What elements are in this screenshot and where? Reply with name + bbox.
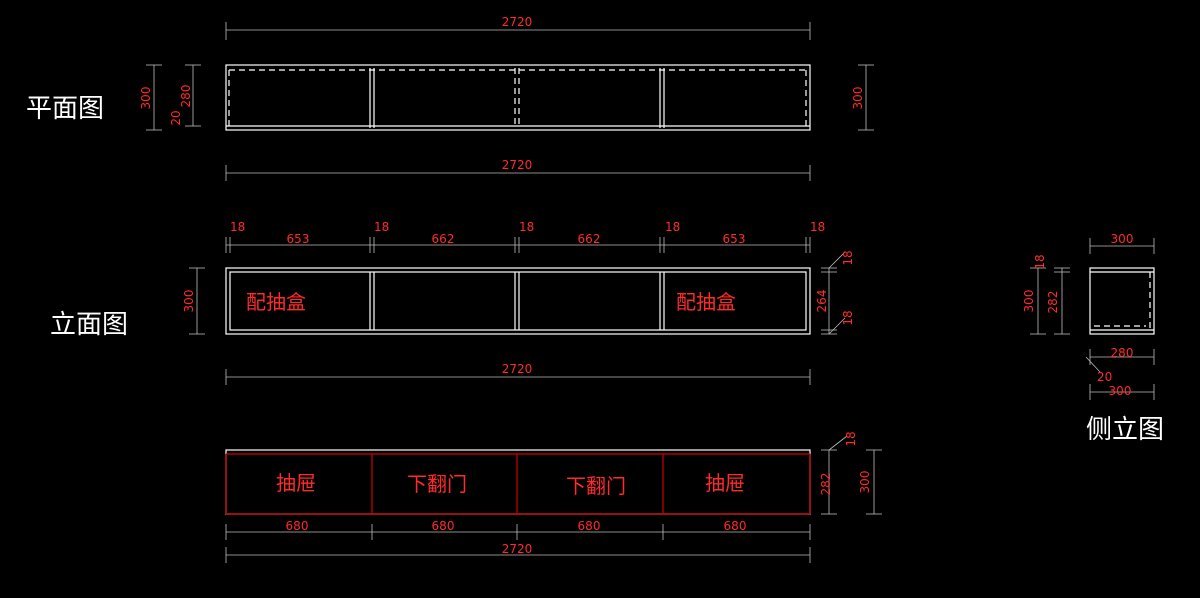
side-outline (1089, 267, 1155, 335)
elev-top-board-dim: 18 (841, 250, 855, 265)
elev-width-dim: 2720 (502, 362, 533, 376)
elev-label-right: 配抽盒 (676, 290, 736, 314)
plan-view-title: 平面图 (26, 94, 104, 124)
elev-label-left: 配抽盒 (246, 290, 306, 314)
plan-view: 2720 300 280 20 300 2720 (26, 15, 874, 181)
plan-width-top-dim: 2720 (502, 15, 533, 29)
elev-seg-0: 18 (230, 220, 245, 234)
side-view-title: 侧立图 (1086, 415, 1164, 445)
elev-seg-7: 653 (723, 232, 746, 246)
front-width-dim: 2720 (502, 542, 533, 556)
plan-outline (225, 64, 811, 131)
front-panel-2: 680 (578, 519, 601, 533)
front-label-2: 下翻门 (566, 474, 626, 498)
side-bottom-width-dim: 300 (1109, 384, 1132, 398)
side-inner-height-dim: 282 (1046, 291, 1060, 314)
elev-seg-3: 662 (432, 232, 455, 246)
front-door-height-dim: 282 (819, 473, 833, 496)
plan-back-offset-dim: 20 (169, 110, 183, 125)
elev-seg-8: 18 (810, 220, 825, 234)
elev-inner-height-dim: 264 (815, 290, 829, 313)
front-panel-3: 680 (724, 519, 747, 533)
elev-seg-1: 653 (287, 232, 310, 246)
front-label-1: 下翻门 (407, 472, 467, 496)
elev-seg-2: 18 (374, 220, 389, 234)
side-view: 300 300 18 282 280 20 300 侧立图 (1022, 232, 1164, 445)
elevation-outline (225, 267, 811, 335)
plan-depth-inner-dim: 280 (179, 85, 193, 108)
plan-width-bottom-dim: 2720 (502, 158, 533, 172)
side-top-board-dim: 18 (1033, 254, 1047, 269)
front-panel-1: 680 (432, 519, 455, 533)
plan-depth-left-dim: 300 (139, 87, 153, 110)
side-top-width-dim: 300 (1111, 232, 1134, 246)
front-total-height-dim: 300 (858, 471, 872, 494)
front-view: 抽屉 下翻门 下翻门 抽屉 680 680 680 680 2720 18 28… (225, 431, 882, 563)
front-panel-0: 680 (286, 519, 309, 533)
elev-seg-5: 662 (578, 232, 601, 246)
side-back-offset-dim: 20 (1097, 370, 1112, 384)
plan-depth-right-dim: 300 (851, 87, 865, 110)
elevation-view: 18 653 18 662 18 662 18 653 18 配抽盒 配抽盒 3… (50, 220, 855, 385)
elev-height-left-dim: 300 (182, 290, 196, 313)
front-label-0: 抽屉 (276, 471, 316, 495)
elev-seg-6: 18 (665, 220, 680, 234)
elev-seg-4: 18 (519, 220, 534, 234)
elev-bottom-board-dim: 18 (841, 310, 855, 325)
side-height-dim: 300 (1022, 290, 1036, 313)
front-top-board-dim: 18 (844, 431, 858, 446)
front-label-3: 抽屉 (705, 471, 745, 495)
side-inner-width-dim: 280 (1111, 346, 1134, 360)
elevation-view-title: 立面图 (50, 310, 128, 340)
